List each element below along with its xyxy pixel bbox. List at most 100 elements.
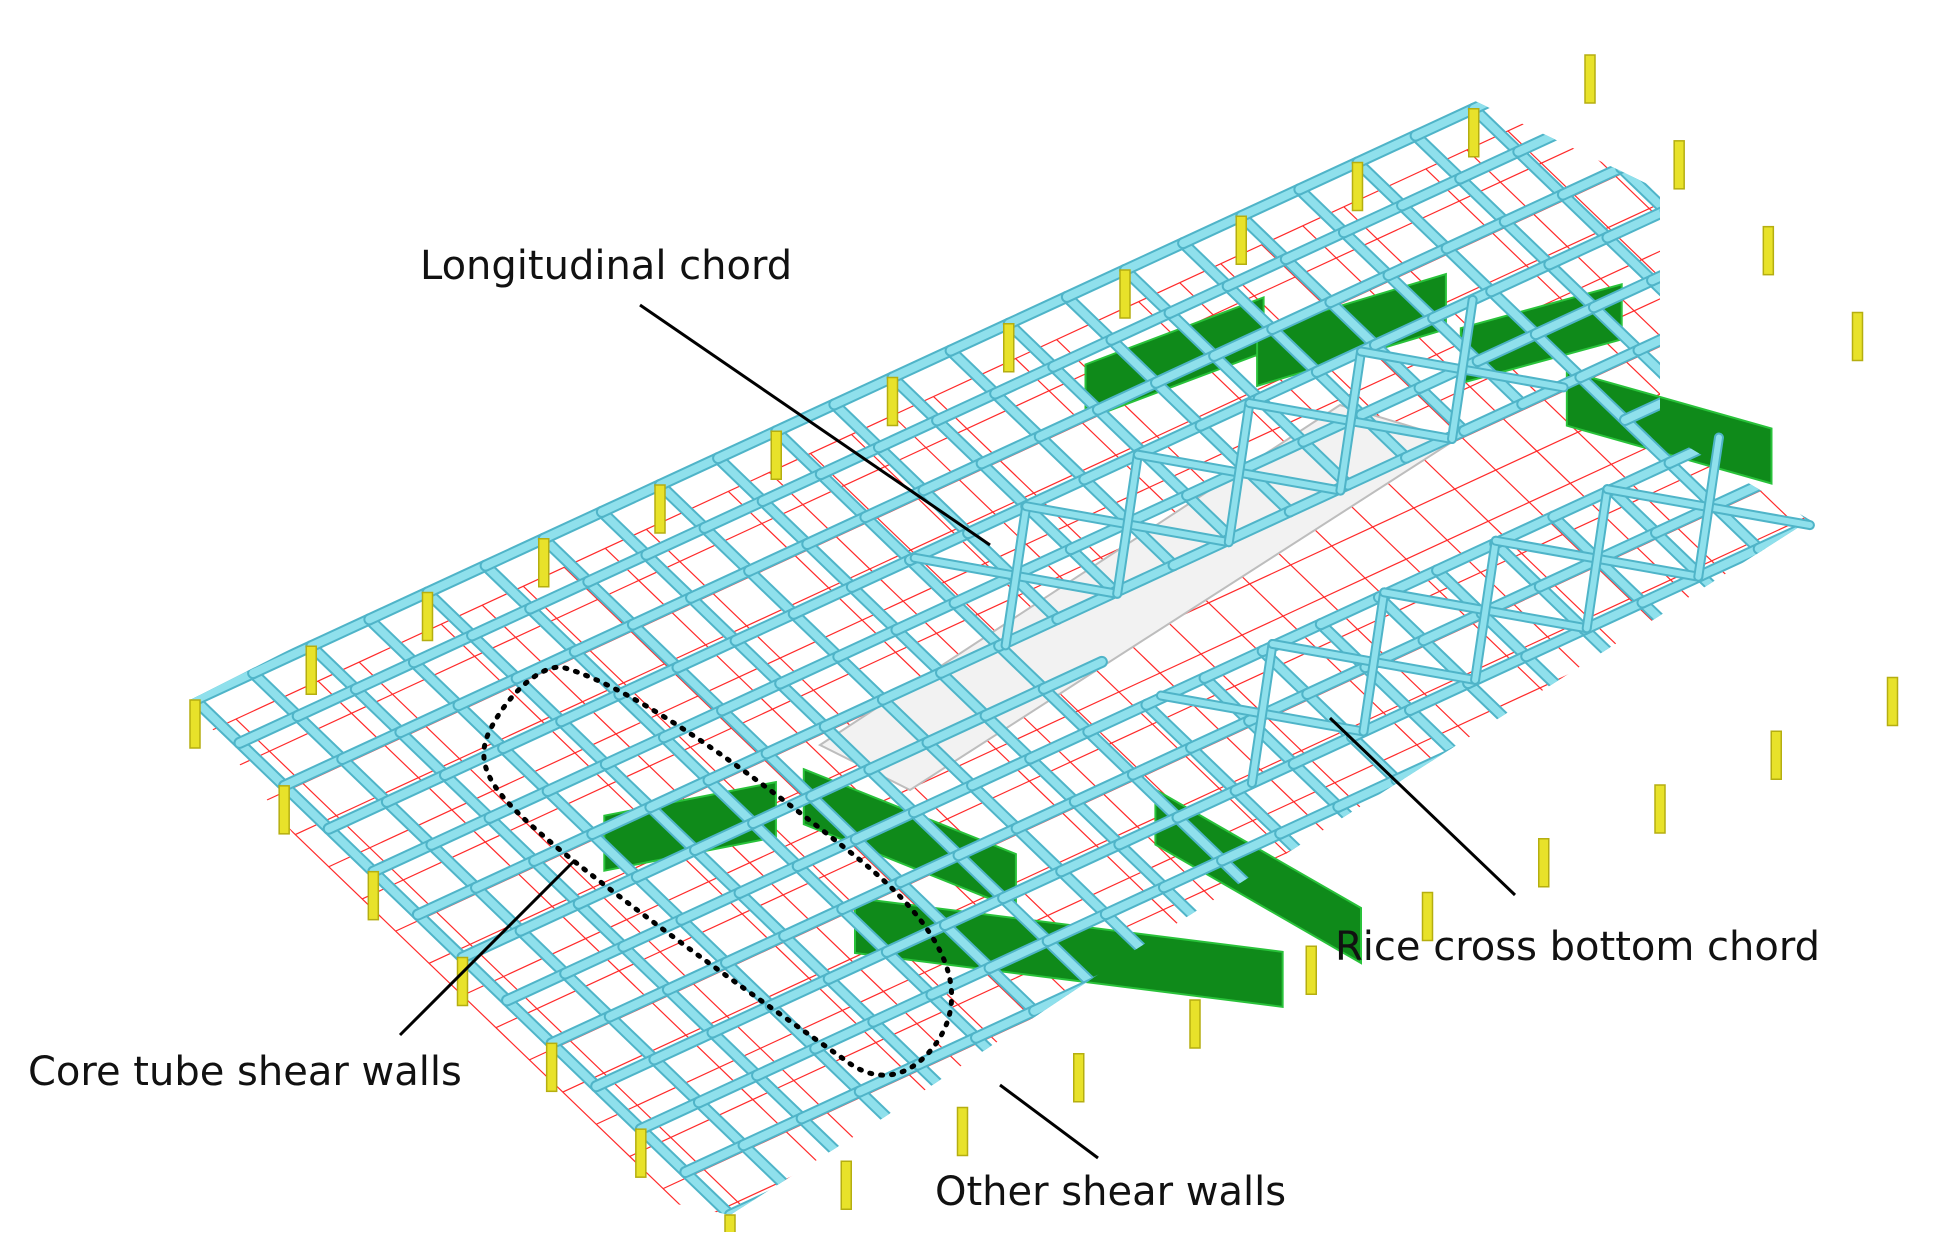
- column: [1469, 109, 1479, 157]
- beam-transverse: [1468, 683, 1513, 726]
- beam-transverse: [1474, 109, 1519, 152]
- beam-longitudinal: [534, 834, 592, 861]
- beam-transverse: [1732, 688, 1777, 731]
- beam-longitudinal: [1615, 715, 1673, 742]
- beam-transverse: [1164, 887, 1209, 930]
- column: [279, 786, 289, 834]
- beam-longitudinal: [1906, 581, 1938, 608]
- beam-longitudinal: [1205, 651, 1263, 678]
- beam-transverse: [660, 485, 705, 528]
- beam-longitudinal: [1361, 388, 1419, 415]
- beam-transverse: [1858, 313, 1903, 356]
- beam-longitudinal-outline: [1325, 850, 1383, 877]
- beam-longitudinal: [1741, 339, 1799, 366]
- beam-longitudinal: [373, 845, 431, 872]
- beam-longitudinal: [1383, 823, 1441, 850]
- beam-longitudinal: [1505, 195, 1563, 222]
- beam-transverse-outline: [1741, 366, 1786, 409]
- beam-longitudinal: [1776, 704, 1834, 731]
- beam-longitudinal: [685, 1145, 743, 1172]
- beam-longitudinal: [976, 1011, 1034, 1038]
- beam-transverse: [976, 1038, 1021, 1081]
- beam-transverse-outline: [1830, 452, 1875, 495]
- beam-transverse: [784, 936, 829, 979]
- beam-transverse: [240, 743, 285, 786]
- beam-longitudinal: [1428, 866, 1486, 893]
- beam-transverse: [517, 678, 562, 721]
- beam-transverse: [1759, 549, 1804, 592]
- beam-transverse: [1621, 168, 1666, 211]
- beam-longitudinal: [955, 576, 1013, 603]
- beam-transverse-outline: [1759, 549, 1804, 592]
- beam-longitudinal: [311, 619, 369, 646]
- beam-longitudinal: [893, 351, 951, 378]
- beam-longitudinal-outline: [1571, 672, 1629, 699]
- beam-transverse: [342, 759, 387, 802]
- beam-transverse-outline: [1755, 296, 1800, 339]
- beam-longitudinal: [641, 1102, 699, 1129]
- beam-transverse: [602, 512, 647, 555]
- column: [1074, 1054, 1084, 1102]
- beam-longitudinal: [1499, 769, 1557, 796]
- beam-transverse: [1701, 576, 1746, 619]
- beam-longitudinal: [253, 646, 311, 673]
- beam-longitudinal: [1075, 775, 1133, 802]
- beam-longitudinal: [472, 609, 530, 636]
- beam-longitudinal: [1799, 313, 1857, 340]
- beam-longitudinal: [1674, 688, 1732, 715]
- column: [1771, 731, 1781, 779]
- beam-transverse: [253, 673, 298, 716]
- beam-transverse-outline: [1383, 850, 1428, 893]
- beam-transverse: [1017, 828, 1062, 871]
- beam-transverse: [1813, 270, 1858, 313]
- beam-longitudinal: [699, 1075, 757, 1102]
- beam-transverse: [637, 877, 682, 920]
- beam-longitudinal: [931, 968, 989, 995]
- beam-longitudinal: [1639, 323, 1697, 350]
- beam-longitudinal: [459, 678, 517, 705]
- beam-transverse: [1755, 296, 1800, 339]
- beam-longitudinal: [1660, 758, 1718, 785]
- beam-longitudinal: [1745, 592, 1803, 619]
- column: [1306, 946, 1316, 994]
- beam-transverse-outline: [1768, 227, 1813, 270]
- beam-transverse: [740, 893, 785, 936]
- beam-transverse: [428, 593, 473, 636]
- beam-longitudinal-outline: [1369, 893, 1427, 920]
- column: [306, 646, 316, 694]
- beam-longitudinal-outline: [788, 1161, 846, 1188]
- beam-transverse: [418, 915, 463, 958]
- beam-transverse: [1817, 522, 1862, 565]
- beam-transverse: [596, 1086, 641, 1129]
- beam-longitudinal: [1790, 635, 1848, 662]
- beam-transverse: [646, 555, 691, 598]
- beam-transverse: [1710, 254, 1755, 297]
- beam-transverse: [1299, 189, 1344, 232]
- beam-longitudinal: [476, 861, 534, 888]
- beam-transverse: [1061, 871, 1106, 914]
- beam-transverse: [860, 1091, 905, 1134]
- beam-transverse: [699, 1102, 744, 1145]
- beam-longitudinal: [1486, 839, 1544, 866]
- beam-longitudinal: [802, 1091, 860, 1118]
- beam-longitudinal: [1563, 168, 1621, 195]
- beam-transverse: [1608, 238, 1653, 281]
- beam-transverse: [1799, 339, 1844, 382]
- beam-transverse: [654, 1059, 699, 1102]
- beam-transverse: [1861, 565, 1906, 608]
- beam-transverse: [1191, 748, 1236, 791]
- beam-longitudinal: [369, 593, 427, 620]
- beam-longitudinal: [1437, 544, 1495, 571]
- beam-transverse: [606, 764, 651, 807]
- beam-transverse: [1040, 436, 1085, 479]
- beam-transverse: [1848, 635, 1893, 678]
- beam-transverse-outline: [1697, 323, 1742, 366]
- beam-transverse: [955, 603, 1000, 646]
- beam-longitudinal: [1786, 382, 1844, 409]
- column: [458, 958, 468, 1006]
- beam-longitudinal-outline: [1745, 592, 1803, 619]
- beam-longitudinal: [565, 947, 623, 974]
- beam-longitudinal: [428, 566, 486, 593]
- beam-longitudinal: [1088, 705, 1146, 732]
- beam-longitudinal: [1133, 748, 1191, 775]
